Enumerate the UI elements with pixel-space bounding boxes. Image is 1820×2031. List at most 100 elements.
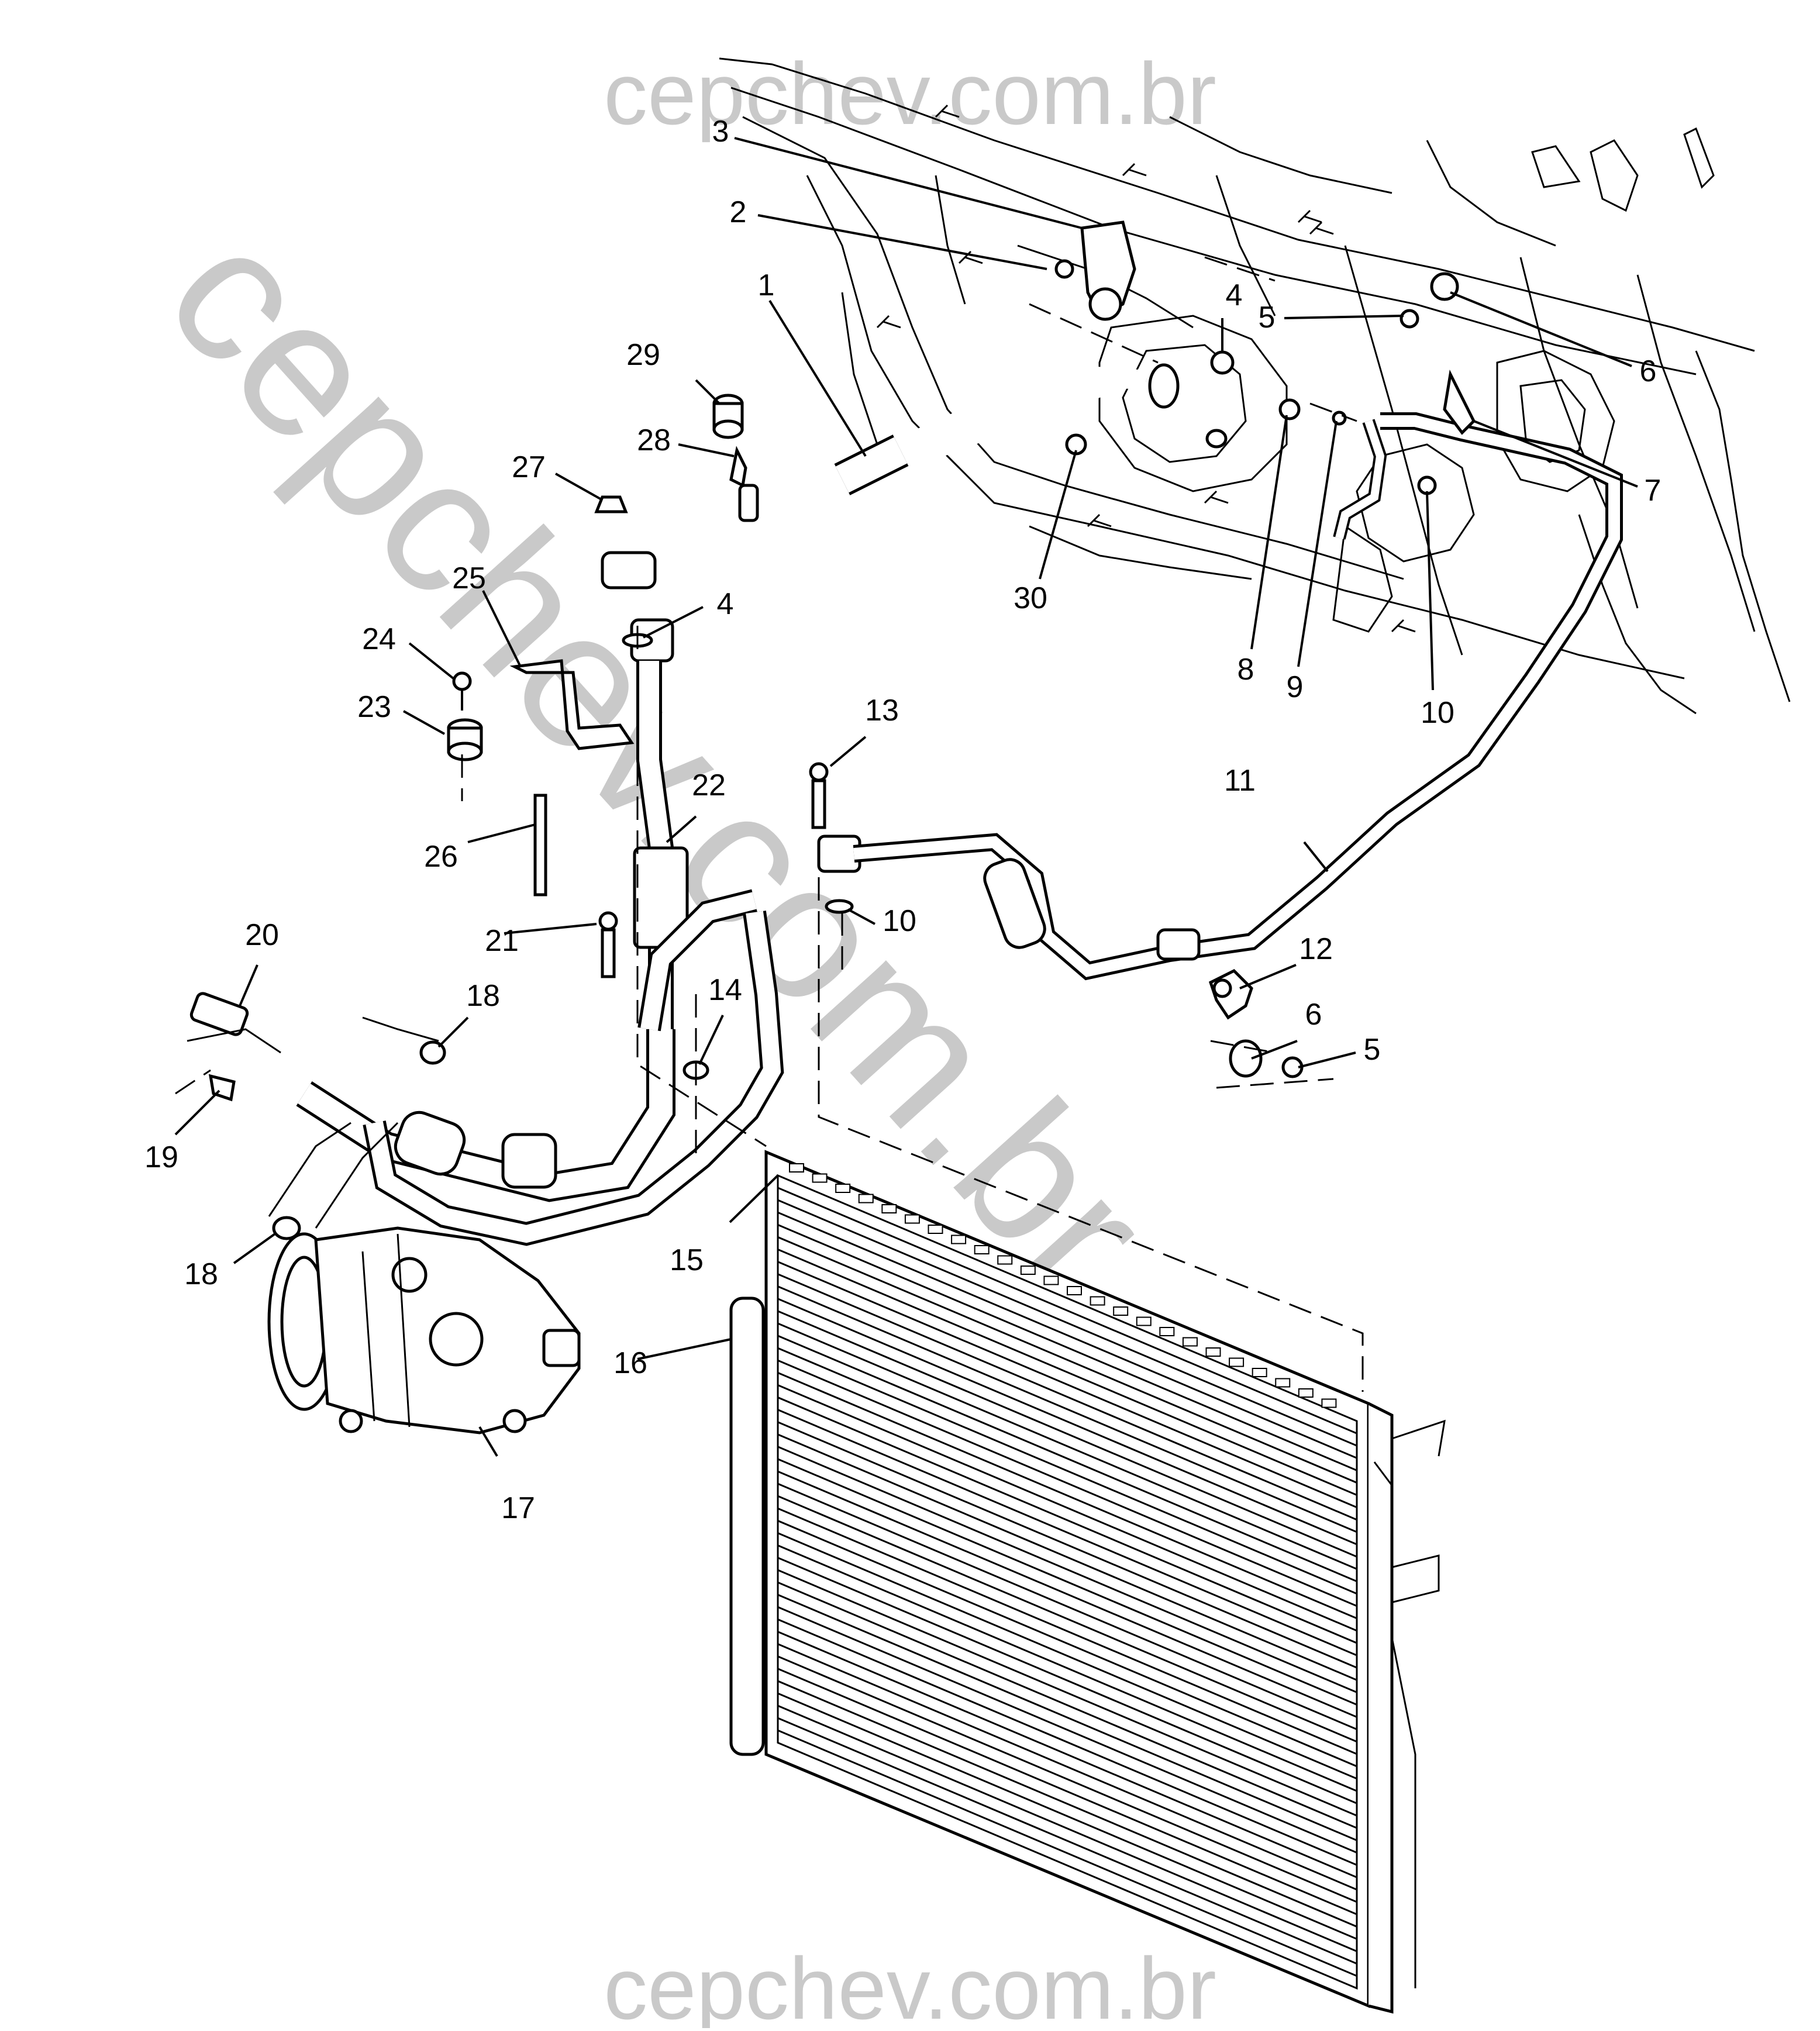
condenser-tank-cell — [1252, 1368, 1267, 1377]
callout-20: 20 — [245, 918, 279, 952]
callout-1: 1 — [758, 268, 775, 302]
condenser-tank-cell — [1229, 1357, 1245, 1367]
callout-labels: 1 2 3 4 4 5 5 6 6 7 8 9 10 10 11 12 13 1… — [144, 115, 1661, 1525]
callout-3: 3 — [712, 115, 729, 149]
condenser-fin-line — [777, 1409, 1357, 1657]
part-3-firewall-bracket — [1054, 220, 1136, 321]
condenser-fin-line — [777, 1249, 1357, 1496]
part-21-bolt — [598, 911, 618, 978]
condenser-tank-cell — [789, 1163, 804, 1173]
watermark-top: cepchev.com.br — [604, 44, 1216, 143]
callout-16: 16 — [613, 1346, 647, 1380]
condenser-fin-line — [777, 1643, 1357, 1891]
condenser-tank-cell — [1136, 1316, 1152, 1326]
callout-10-right: 10 — [1421, 696, 1454, 730]
condenser-fin-line — [777, 1705, 1357, 1953]
callout-2: 2 — [730, 195, 747, 229]
condenser-tank-cell — [1321, 1398, 1337, 1408]
callout-4-mid: 4 — [717, 587, 734, 621]
part-13-bolt — [809, 762, 829, 829]
condenser-fin-line — [777, 1594, 1357, 1842]
condenser-fin-line — [777, 1223, 1357, 1471]
condenser-fin-line — [777, 1668, 1357, 1915]
condenser-tank-cell — [1090, 1296, 1105, 1306]
condenser-tank-cell — [1205, 1347, 1221, 1357]
condenser-fin-line — [777, 1359, 1357, 1607]
condenser-fin-line — [777, 1396, 1357, 1644]
callout-28: 28 — [637, 423, 671, 457]
callout-24: 24 — [362, 622, 396, 656]
condenser-fin-line — [777, 1569, 1357, 1817]
condenser-fin-line — [777, 1187, 1357, 1435]
callout-4-top: 4 — [1226, 278, 1243, 312]
part-26-stud — [533, 794, 547, 896]
part-12-clip — [1208, 968, 1253, 1020]
condenser-fin-line — [777, 1446, 1357, 1694]
callout-19: 19 — [144, 1140, 178, 1174]
condenser-tank-cell — [997, 1255, 1013, 1265]
reference-lines — [175, 256, 1364, 1392]
condenser-tank-cell — [951, 1235, 967, 1244]
condenser-fin-line — [777, 1298, 1357, 1546]
condenser-fin-line — [777, 1273, 1357, 1521]
part-29-cap — [712, 394, 744, 439]
condenser-tank-cell — [904, 1214, 920, 1224]
condenser-fin-line — [777, 1680, 1357, 1927]
callout-leaders — [174, 137, 1638, 1457]
part-15-discharge-hose — [296, 1029, 675, 1202]
condenser-fin-line — [777, 1507, 1357, 1755]
callout-15: 15 — [670, 1243, 704, 1277]
condenser-tank-cell — [1182, 1337, 1198, 1347]
condenser-fin-line — [777, 1729, 1357, 1977]
callout-7: 7 — [1645, 474, 1662, 508]
condenser-fin-line — [777, 1520, 1357, 1767]
part-16-condenser — [729, 1150, 1446, 2014]
condenser-tank-cell — [1043, 1275, 1059, 1285]
part-17-compressor — [267, 1226, 581, 1435]
condenser-fin-line — [777, 1236, 1357, 1484]
condenser-fin-line — [777, 1544, 1357, 1792]
part-22-hose — [630, 618, 689, 1029]
callout-21: 21 — [485, 924, 519, 958]
callout-25: 25 — [452, 561, 486, 595]
part-14-liquid-hose — [363, 889, 784, 1246]
callout-18-bottom: 18 — [184, 1257, 218, 1291]
part-27-nut — [594, 495, 628, 513]
part-6-isolator — [1229, 1039, 1304, 1078]
condenser-fin-line — [777, 1692, 1357, 1940]
callout-8: 8 — [1238, 653, 1254, 687]
condenser-tank-cell — [1275, 1378, 1291, 1388]
callout-26: 26 — [424, 840, 458, 874]
part-11-condenser-line — [817, 412, 1623, 981]
condenser-tank-cell — [858, 1194, 874, 1204]
callout-9: 9 — [1287, 670, 1304, 704]
condenser-fin-line — [777, 1717, 1357, 1965]
condenser-tank-cell — [928, 1225, 943, 1234]
condenser-fin-line — [777, 1495, 1357, 1743]
callout-23: 23 — [357, 690, 391, 724]
condenser-fin-line — [777, 1630, 1357, 1878]
condenser-tank-cell — [1020, 1266, 1036, 1275]
callout-11: 11 — [1224, 764, 1256, 798]
callout-6-top: 6 — [1640, 354, 1657, 388]
condenser-fin-line — [777, 1618, 1357, 1866]
condenser-fin-line — [777, 1322, 1357, 1570]
condenser-tank-cell — [1298, 1388, 1314, 1398]
callout-13: 13 — [865, 694, 899, 727]
condenser-fin-line — [777, 1656, 1357, 1903]
callout-5-top: 5 — [1259, 301, 1276, 335]
condenser-fin-line — [777, 1606, 1357, 1854]
body-bolts — [876, 104, 1416, 633]
condenser-fin-line — [777, 1384, 1357, 1632]
condenser-fin-line — [777, 1482, 1357, 1730]
condenser-fin-line — [777, 1557, 1357, 1805]
condenser-fin-line — [777, 1421, 1357, 1669]
callout-22: 22 — [692, 768, 726, 802]
condenser-tank-cell — [812, 1173, 828, 1183]
condenser-fin-line — [777, 1347, 1357, 1595]
condenser-tank-cell — [881, 1204, 897, 1213]
condenser-fin-line — [777, 1335, 1357, 1582]
part-28-valve-core — [729, 446, 759, 522]
